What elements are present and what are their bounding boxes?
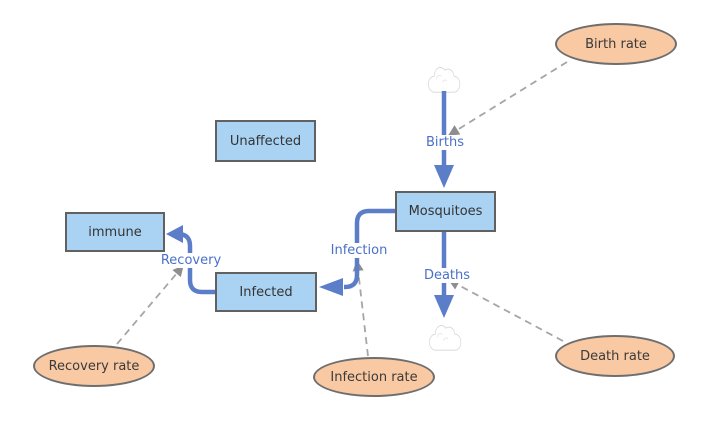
infection-flow-arrowhead[interactable]: [319, 278, 343, 296]
influence-link-birth-rate-to-births[interactable]: [448, 61, 568, 136]
influence-link-death-rate-to-deaths[interactable]: [448, 279, 564, 342]
parameter-recovery-rate-label: Recovery rate: [48, 358, 140, 374]
stock-mosquitoes[interactable]: Mosquitoes: [395, 191, 496, 232]
influence-link-infection-rate-to-infection[interactable]: [352, 259, 369, 357]
flow-label-deaths[interactable]: Deaths: [419, 268, 475, 283]
stock-immune-label: immune: [88, 224, 142, 240]
stock-unaffected[interactable]: Unaffected: [215, 120, 316, 162]
flow-label-infection[interactable]: Infection: [327, 243, 391, 258]
cloud-detail-icon: [436, 75, 448, 83]
recovery-flow-arrowhead[interactable]: [166, 225, 183, 243]
stock-mosquitoes-label: Mosquitoes: [408, 204, 483, 219]
parameter-death-rate[interactable]: Death rate: [555, 335, 675, 377]
parameter-birth-rate[interactable]: Birth rate: [555, 23, 677, 65]
stock-infected[interactable]: Infected: [215, 272, 317, 312]
parameter-infection-rate[interactable]: Infection rate: [313, 357, 435, 397]
parameter-recovery-rate[interactable]: Recovery rate: [33, 345, 155, 387]
stock-immune[interactable]: immune: [65, 212, 165, 252]
influence-link-recovery-rate-to-recovery[interactable]: [116, 265, 184, 345]
parameter-infection-rate-label: Infection rate: [330, 369, 418, 385]
cloud-detail-icon: [437, 333, 449, 341]
stock-unaffected-label: Unaffected: [229, 133, 302, 149]
flow-label-recovery[interactable]: Recovery: [157, 253, 225, 268]
deaths-flow-arrowhead[interactable]: [434, 295, 454, 318]
parameter-birth-rate-label: Birth rate: [585, 36, 647, 52]
stock-infected-label: Infected: [239, 284, 293, 300]
parameter-death-rate-label: Death rate: [580, 348, 650, 364]
flow-label-births[interactable]: Births: [420, 135, 470, 150]
births-flow-arrowhead[interactable]: [434, 165, 454, 188]
